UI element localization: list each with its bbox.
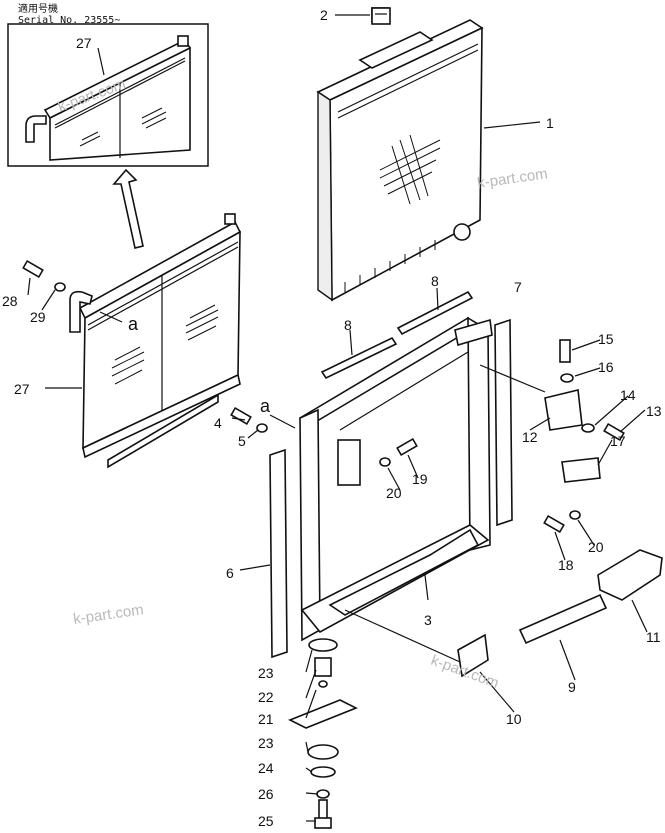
callout-23b: 23 xyxy=(258,735,274,751)
callout-17: 17 xyxy=(610,433,626,449)
radiator-1 xyxy=(316,7,484,302)
rods-8 xyxy=(320,290,474,380)
callout-28: 28 xyxy=(2,293,18,309)
callout-7: 7 xyxy=(514,279,522,295)
callout-1: 1 xyxy=(546,115,554,131)
watermark-2: k-part.com xyxy=(476,165,549,192)
callout-a-right: a xyxy=(260,396,271,416)
callout-20b: 20 xyxy=(588,539,604,555)
callout-29: 29 xyxy=(30,309,46,325)
callout-20a: 20 xyxy=(386,485,402,501)
callout-4: 4 xyxy=(214,415,222,431)
header-serial-jp: 適用号機 xyxy=(18,2,58,15)
callout-3: 3 xyxy=(424,612,432,628)
seal-7 xyxy=(494,318,513,527)
callout-22: 22 xyxy=(258,689,274,705)
bracket-17 xyxy=(561,457,601,483)
callout-27a: 27 xyxy=(14,381,30,397)
frame-3 xyxy=(299,316,493,642)
callout-9: 9 xyxy=(568,679,576,695)
callout-13: 13 xyxy=(646,403,662,419)
callout-2: 2 xyxy=(320,7,328,23)
callout-a-left: a xyxy=(128,314,139,334)
callout-21: 21 xyxy=(258,711,274,727)
callout-26: 26 xyxy=(258,786,274,802)
callout-11: 11 xyxy=(646,629,661,645)
callout-23a: 23 xyxy=(258,665,274,681)
cap-2 xyxy=(371,7,391,25)
block-9 xyxy=(518,593,608,645)
mount-11 xyxy=(597,549,663,601)
callout-25: 25 xyxy=(258,813,274,829)
hardware xyxy=(22,259,625,534)
mount-10 xyxy=(457,633,489,678)
callout-16: 16 xyxy=(598,359,614,375)
callout-18: 18 xyxy=(558,557,574,573)
callout-10: 10 xyxy=(506,711,522,727)
callout-6: 6 xyxy=(226,565,234,581)
callout-5: 5 xyxy=(238,433,246,449)
callout-8b: 8 xyxy=(431,273,439,289)
inset-detail xyxy=(7,23,209,167)
bracket-12 xyxy=(544,389,583,431)
callout-27b: 27 xyxy=(76,35,92,51)
callout-19: 19 xyxy=(412,471,428,487)
header-serial-number: Serial No. 23555~ xyxy=(18,15,120,26)
callout-24: 24 xyxy=(258,760,274,776)
watermark-3: k-part.com xyxy=(72,601,145,628)
callout-12: 12 xyxy=(522,429,538,445)
radiator-27 xyxy=(69,213,242,469)
leader-lines xyxy=(27,14,648,822)
arrow-up xyxy=(112,168,144,249)
mount-stack xyxy=(288,638,358,829)
seal-6 xyxy=(269,448,288,659)
callout-14: 14 xyxy=(620,387,636,403)
callout-8a: 8 xyxy=(344,317,352,333)
callout-15: 15 xyxy=(598,331,614,347)
